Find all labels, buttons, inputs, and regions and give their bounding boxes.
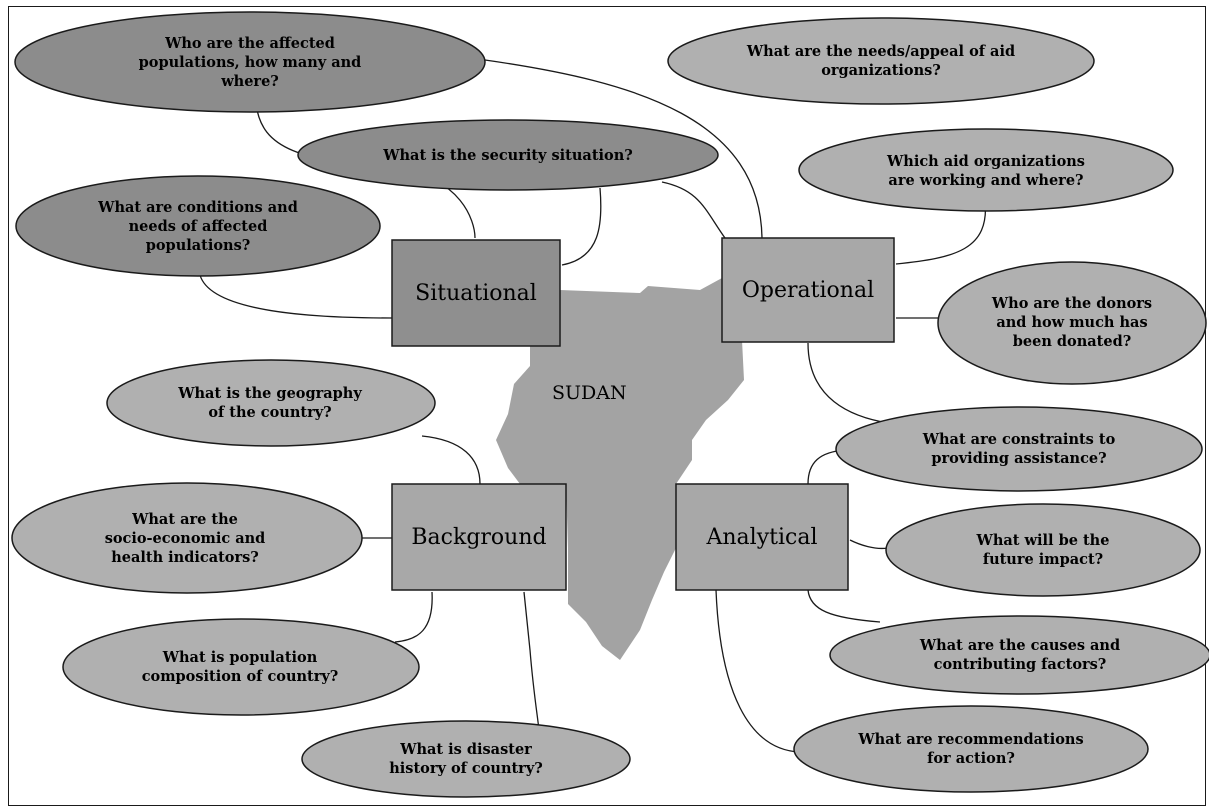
label-operational: Operational — [741, 277, 875, 303]
connector-geography — [421, 435, 481, 485]
connector-security-situation — [561, 187, 602, 266]
connector-to-constraints-from-operational — [807, 342, 906, 426]
label-situational: Situational — [415, 280, 537, 306]
box-background — [391, 483, 567, 591]
bubble-conditions-needs — [15, 175, 381, 277]
label-background: Background — [411, 524, 547, 550]
question-recommendations: What are recommendations for action? — [858, 731, 1084, 767]
box-situational — [391, 239, 561, 347]
question-population-composition: What is population composition of countr… — [141, 649, 339, 685]
bubble-needs-appeal — [667, 17, 1095, 105]
connector-security-to-operational — [661, 181, 726, 239]
bubble-security-situation — [297, 119, 719, 191]
question-future-impact: What will be the future impact? — [976, 532, 1110, 568]
bubble-population-composition — [62, 618, 420, 716]
connector-needs-appeal — [484, 59, 763, 239]
bubble-disaster-history — [301, 720, 631, 798]
connector-future-impact — [849, 539, 889, 550]
connector-conditions-needs — [199, 274, 393, 319]
question-bubbles — [11, 11, 1209, 798]
question-security-situation: What is the security situation? — [383, 146, 633, 164]
question-socio-economic: What are the socio-economic and health i… — [104, 510, 266, 566]
bubble-donors — [937, 261, 1207, 385]
question-needs-appeal: What are the needs/appeal of aid organiz… — [746, 43, 1016, 79]
connectors — [199, 59, 987, 753]
question-conditions-needs: What are conditions and needs of affecte… — [98, 198, 298, 254]
bubble-aid-organizations — [798, 128, 1174, 212]
bubble-affected-populations — [14, 11, 486, 113]
bubble-geography — [106, 359, 436, 447]
connector-recommendations — [715, 589, 801, 753]
question-constraints: What are constraints to providing assist… — [922, 431, 1116, 467]
bubble-socio-economic — [11, 482, 363, 594]
connector-disaster-history — [523, 591, 541, 743]
connector-population-composition — [394, 591, 433, 643]
box-operational — [721, 237, 895, 343]
category-boxes — [391, 237, 895, 591]
box-analytical — [675, 483, 849, 591]
connector-causes — [807, 589, 881, 623]
question-disaster-history: What is disaster history of country? — [389, 741, 543, 777]
question-donors: Who are the donors and how much has been… — [991, 294, 1153, 350]
bubble-causes — [829, 615, 1209, 695]
bubble-future-impact — [885, 503, 1201, 597]
question-aid-organizations: Which aid organizations are working and … — [887, 153, 1085, 189]
question-causes: What are the causes and contributing fac… — [919, 637, 1121, 673]
question-affected-populations: Who are the affected populations, how ma… — [138, 34, 362, 90]
sudan-map-shape — [496, 278, 744, 660]
question-geography: What is the geography of the country? — [178, 385, 362, 421]
country-label: SUDAN — [552, 382, 627, 404]
connector-aid-organizations — [895, 199, 987, 265]
bubble-recommendations — [793, 705, 1149, 793]
label-analytical: Analytical — [706, 524, 818, 550]
bubble-constraints — [835, 406, 1203, 492]
